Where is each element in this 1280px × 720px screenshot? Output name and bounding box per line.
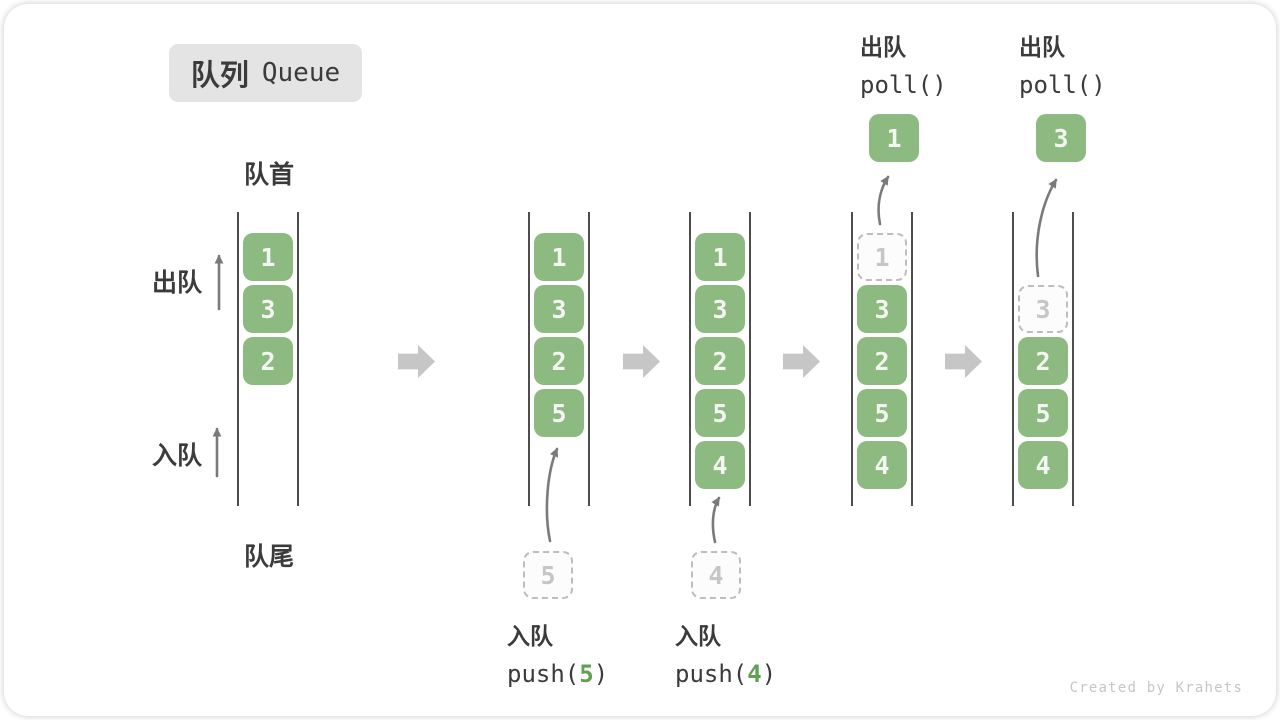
title-en: Queue — [261, 58, 341, 88]
queue-front-label: 队首 — [243, 161, 294, 189]
dequeue-side-label: 出队 — [152, 269, 203, 297]
watermark: Created by Krahets — [1069, 680, 1243, 696]
title-zh: 队列 — [190, 60, 249, 92]
title-badge: 队列 Queue — [169, 44, 362, 102]
enqueue-side-label: 入队 — [152, 442, 203, 470]
queue-rear-label: 队尾 — [243, 543, 294, 571]
